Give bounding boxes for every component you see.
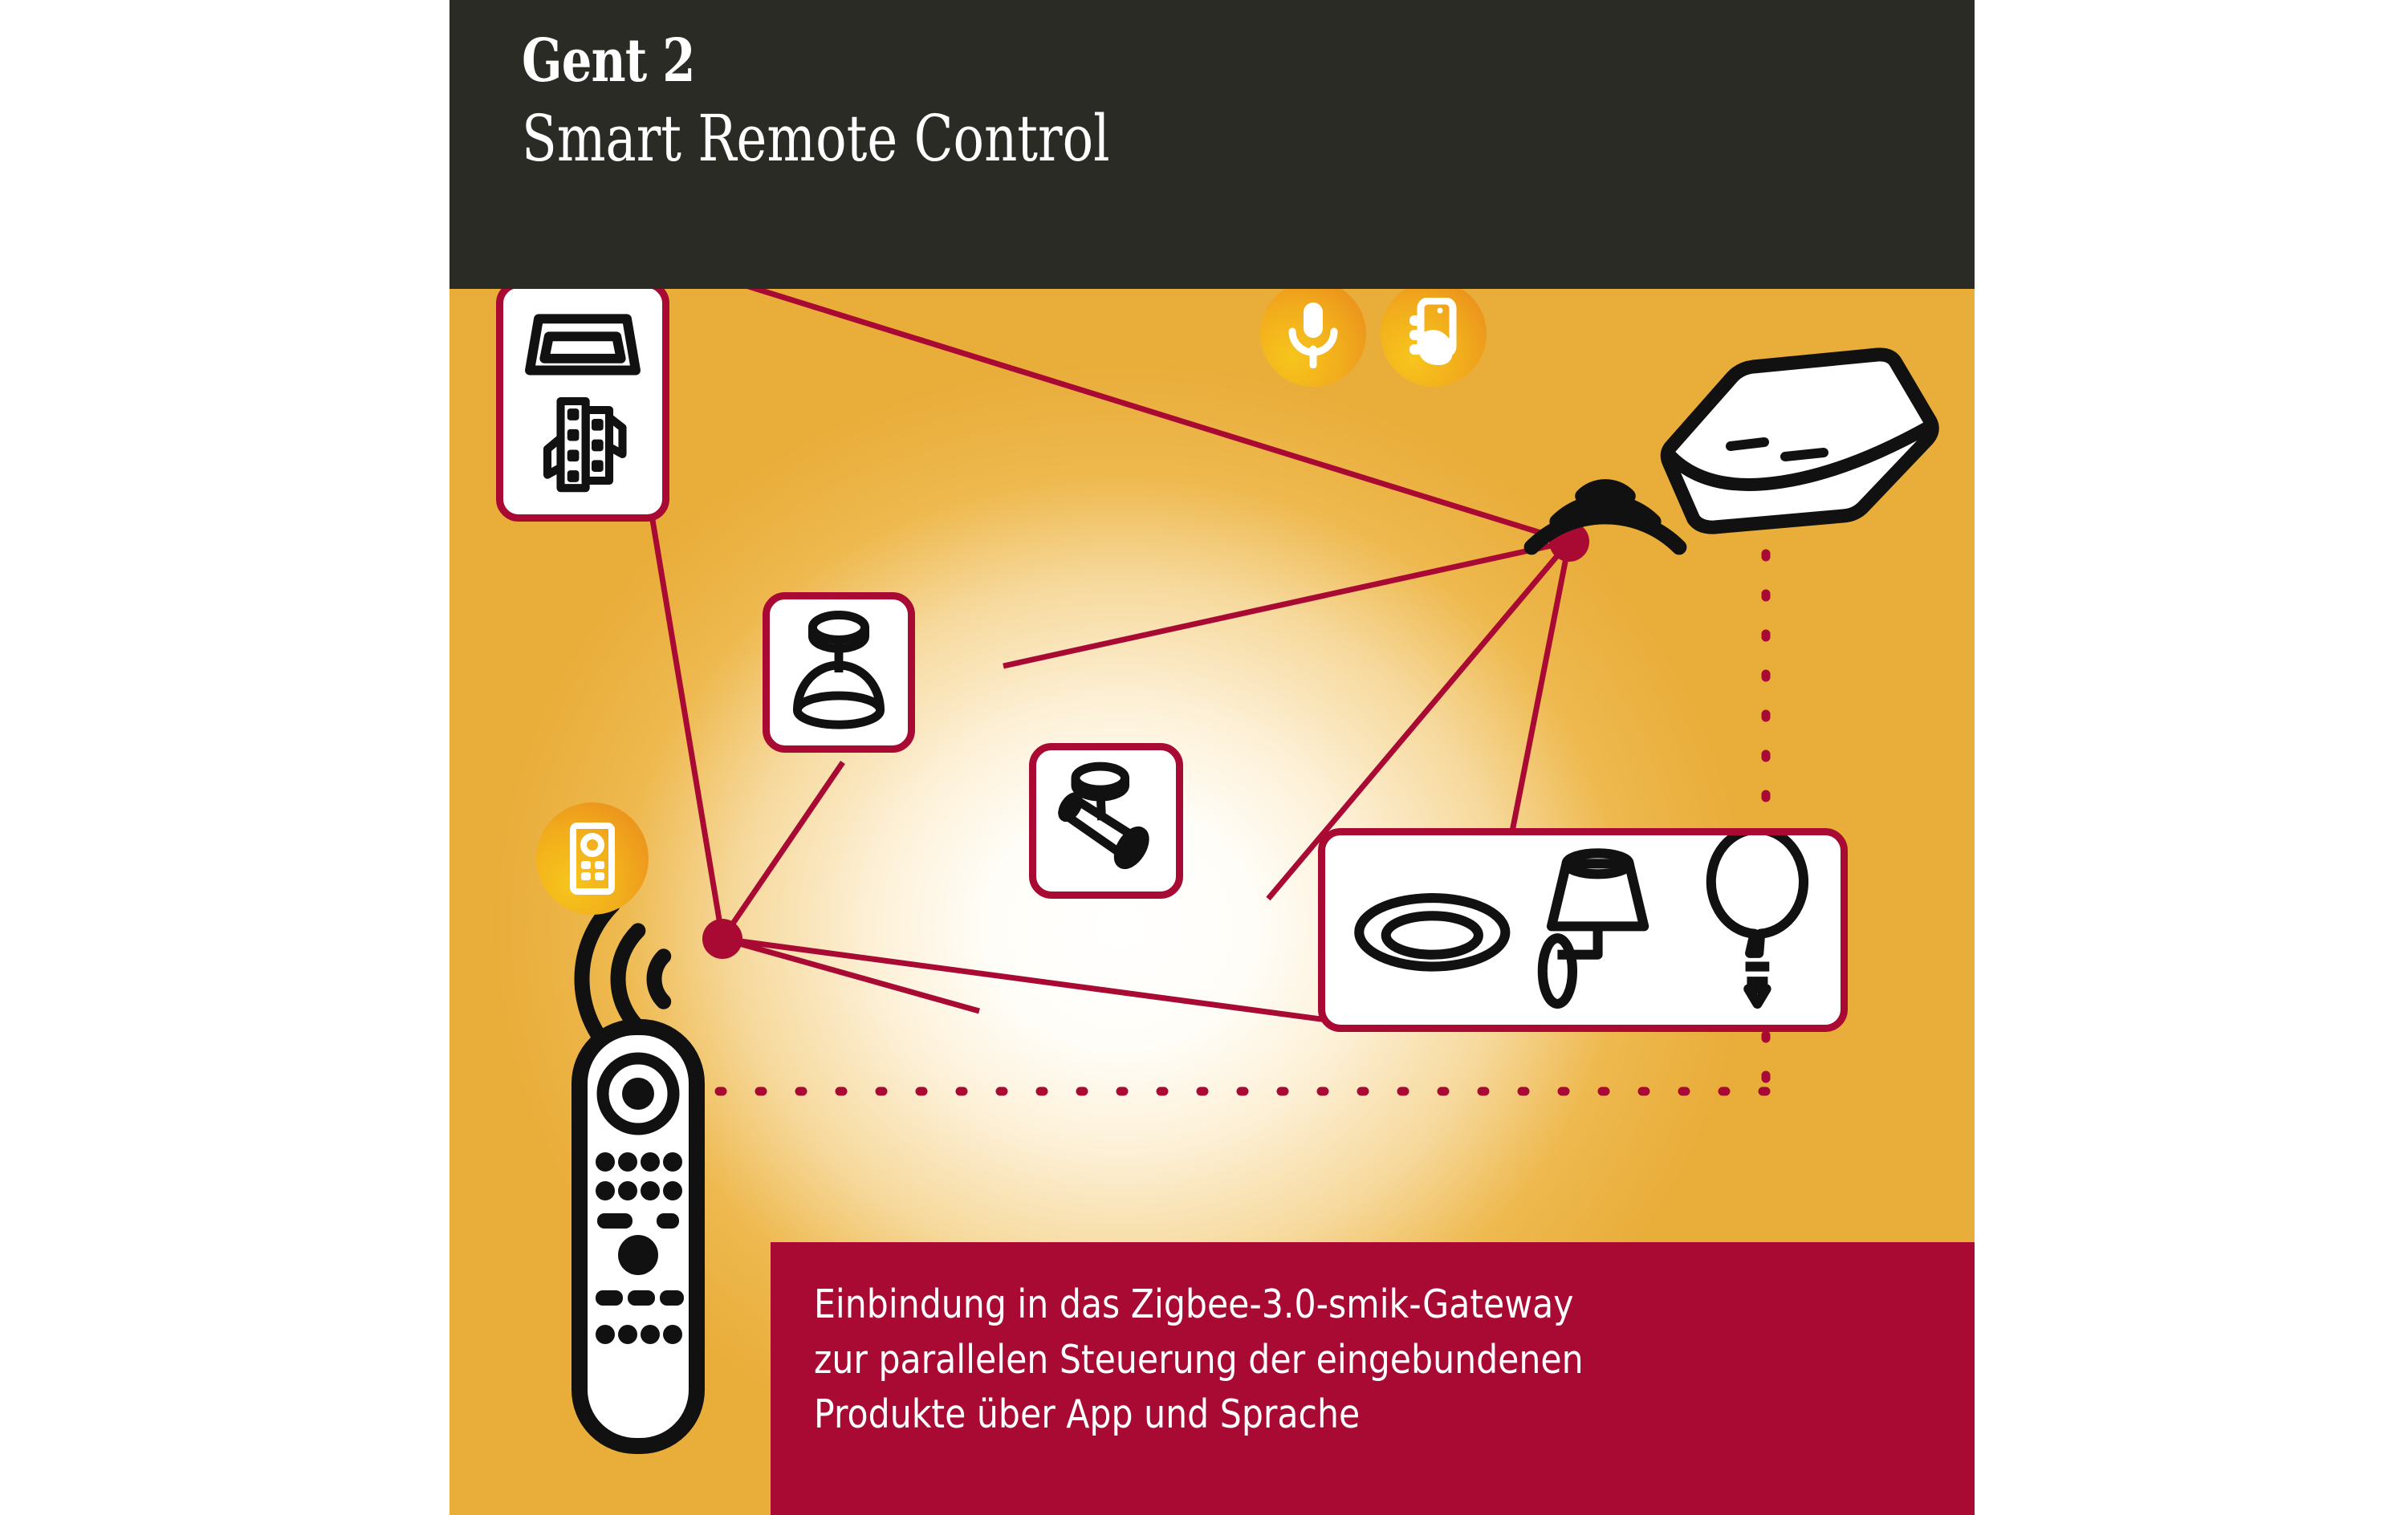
- badge-voice-control[interactable]: [1260, 289, 1366, 387]
- remote-control-icon: [570, 822, 615, 895]
- led-strip-icon: [543, 396, 627, 493]
- product-box-pendant[interactable]: [763, 592, 915, 753]
- product-box-panel-strip[interactable]: [496, 289, 669, 522]
- caption-line-2: zur parallelen Steuerung der eingebunden…: [814, 1336, 1584, 1383]
- product-box-trio[interactable]: [1318, 828, 1848, 1032]
- badge-app-control[interactable]: [1381, 289, 1487, 387]
- light-bulb-icon: [1706, 835, 1809, 1009]
- remote-control-device-icon: [571, 1019, 705, 1454]
- caption-line-3: Produkte über App und Sprache: [814, 1391, 1361, 1438]
- microphone-icon: [1288, 303, 1338, 368]
- pendant-lamp-icon: [792, 611, 885, 729]
- ceiling-panel-light-icon: [525, 314, 641, 376]
- spotlight-icon: [1058, 762, 1149, 870]
- title-block: Gent 2 Smart Remote Control: [522, 30, 1257, 173]
- remote-hub-dot: [702, 919, 742, 959]
- link-remote-pendant: [720, 761, 845, 940]
- gateway-wifi-waves-icon: [1523, 479, 1687, 555]
- recessed-downlight-icon: [1354, 893, 1511, 972]
- header-bar: Gent 2 Smart Remote Control: [449, 0, 1975, 289]
- gateway-box-icon: [1660, 347, 1939, 534]
- caption-panel: Einbindung in das Zigbee-3.0-smik-Gatewa…: [771, 1242, 1975, 1515]
- link-remote-trio: [722, 936, 1381, 1030]
- link-remote-spot: [722, 936, 980, 1014]
- badge-remote-control[interactable]: [536, 802, 649, 915]
- link-gateway-spot: [1266, 539, 1572, 901]
- link-gateway-pendant: [1003, 538, 1570, 669]
- link-gateway-panel: [746, 289, 1571, 545]
- hand-holding-phone-icon: [1409, 298, 1457, 365]
- product-box-spot[interactable]: [1029, 743, 1183, 899]
- wall-lamp-icon: [1537, 848, 1649, 1009]
- caption-line-1: Einbindung in das Zigbee-3.0-smik-Gatewa…: [814, 1281, 1574, 1327]
- page-subtitle: Smart Remote Control: [522, 100, 1110, 176]
- page-title: Gent 2: [522, 26, 695, 95]
